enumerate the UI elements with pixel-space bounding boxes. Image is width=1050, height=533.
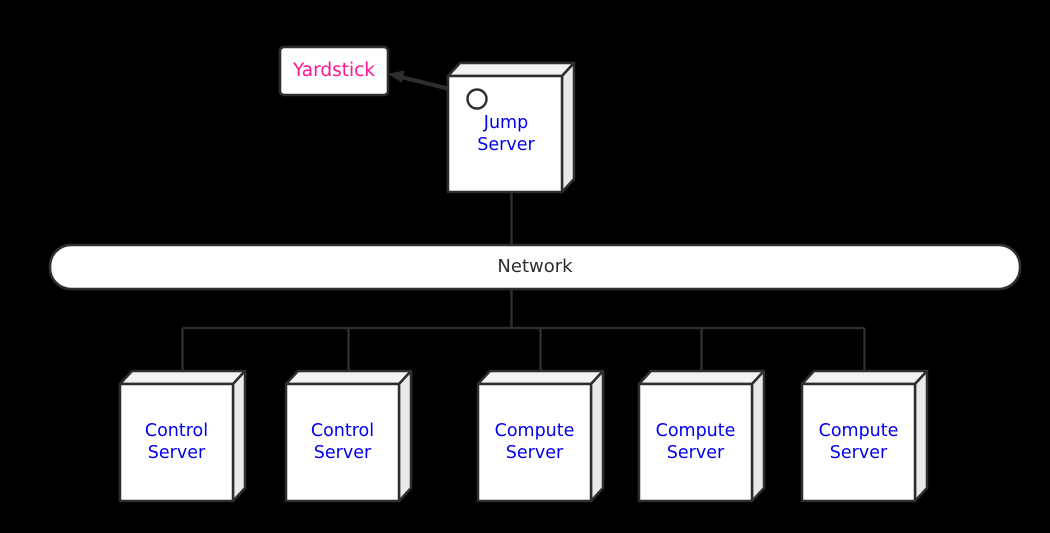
- server-box-5: [800, 369, 929, 503]
- yardstick-label: Yardstick: [292, 60, 376, 81]
- server-box-2: [284, 369, 413, 503]
- server-label-2: Control Server: [310, 421, 375, 463]
- arrowhead-icon: [387, 70, 405, 83]
- server-box-4: [637, 369, 766, 503]
- server-box-1: [118, 369, 247, 503]
- server-label-3: Compute Server: [494, 421, 575, 463]
- server-label-4: Compute Server: [655, 421, 736, 463]
- yardstick-node: [278, 45, 390, 97]
- server-box-3: [476, 369, 605, 503]
- network-bus-node: [48, 243, 1022, 291]
- server-label-5: Compute Server: [818, 421, 899, 463]
- jump-server-label: Jump Server: [477, 113, 535, 155]
- network-label: Network: [497, 256, 573, 277]
- connection-port-circle-icon: [466, 88, 488, 110]
- server-label-1: Control Server: [144, 421, 209, 463]
